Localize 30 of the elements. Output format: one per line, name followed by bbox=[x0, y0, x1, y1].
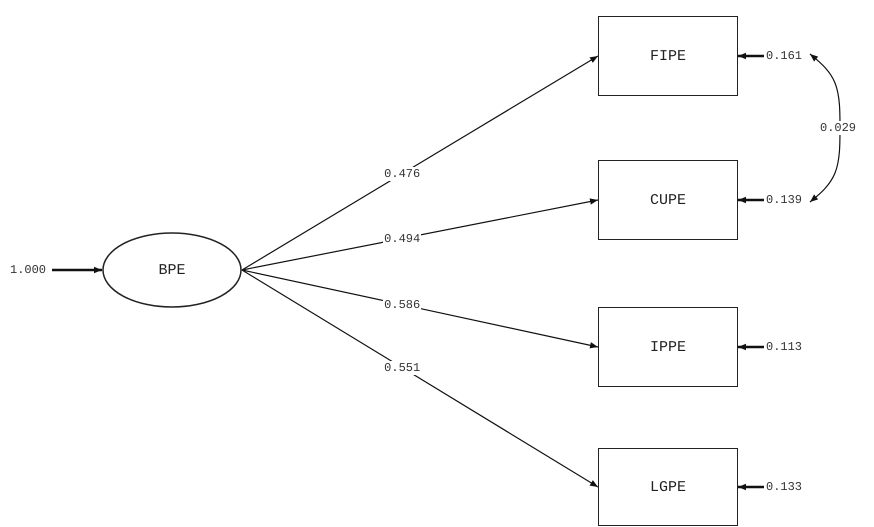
observed-variable-box bbox=[598, 448, 738, 526]
variance-value: 1.000 bbox=[10, 262, 50, 278]
observed-variable-box bbox=[598, 16, 738, 96]
path-arrow bbox=[242, 269, 598, 488]
edge-label: 0.586 bbox=[383, 298, 422, 312]
path-arrow bbox=[242, 55, 598, 271]
observed-variable-box bbox=[598, 307, 738, 387]
edge-label: 0.476 bbox=[383, 166, 422, 181]
covariance-arrow bbox=[810, 54, 841, 202]
path-arrow bbox=[738, 484, 764, 490]
edge-label: 0.551 bbox=[383, 360, 422, 375]
variable-name: CUPE bbox=[650, 192, 686, 208]
variance-value: 0.133 bbox=[766, 479, 806, 495]
observed-variable-box bbox=[598, 160, 738, 240]
variable-name: IPPE bbox=[650, 338, 686, 356]
variance-value: 0.139 bbox=[766, 192, 806, 208]
variance-value: 0.161 bbox=[766, 48, 806, 64]
path-arrow bbox=[242, 269, 598, 348]
variable-name: FIPE bbox=[650, 48, 686, 64]
path-arrow bbox=[52, 266, 102, 274]
path-arrow bbox=[738, 344, 764, 350]
path-arrow bbox=[738, 52, 764, 60]
variance-value: 0.113 bbox=[766, 339, 806, 355]
variable-name: BPE bbox=[158, 262, 186, 278]
latent-variable-ellipse bbox=[102, 232, 242, 308]
variable-name: LGPE bbox=[650, 478, 686, 496]
path-arrow bbox=[242, 198, 598, 271]
path-arrow bbox=[738, 196, 764, 204]
edge-label: 0.494 bbox=[383, 232, 422, 246]
edge-label: 0.029 bbox=[819, 121, 857, 135]
